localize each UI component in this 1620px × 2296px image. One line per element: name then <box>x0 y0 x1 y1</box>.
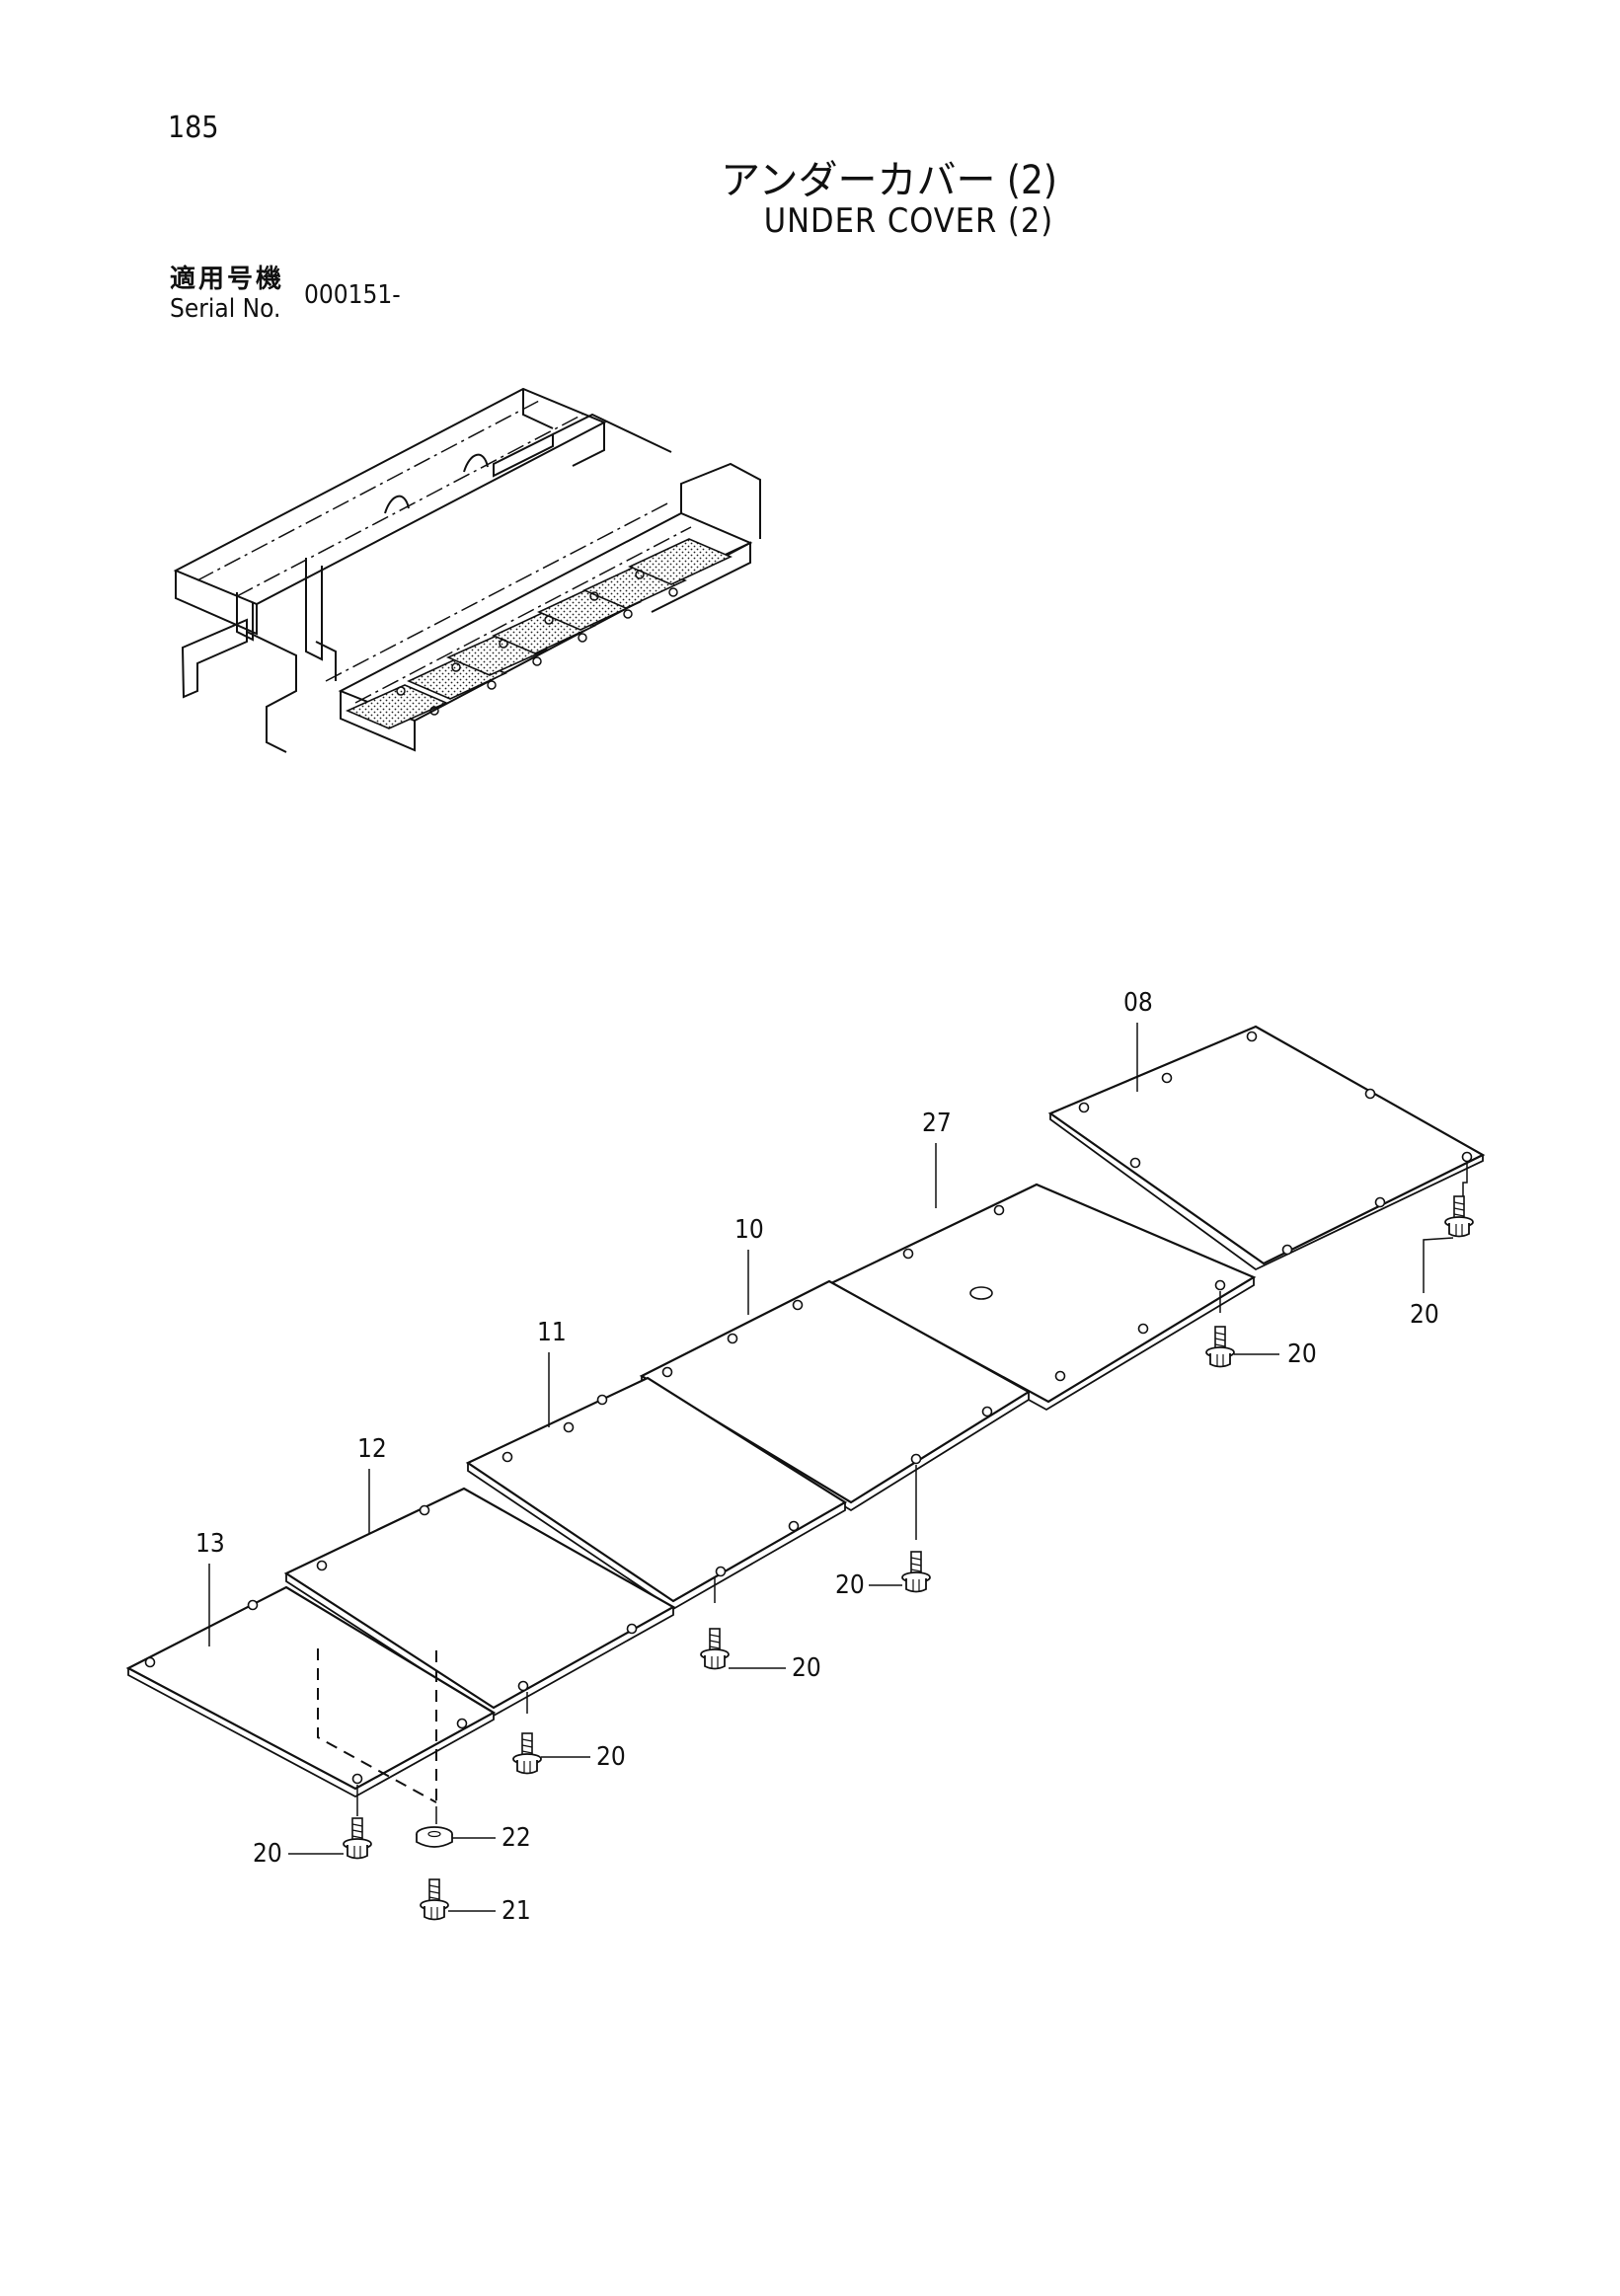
callout-12: 12 <box>357 1434 387 1464</box>
bolt-group <box>288 1163 1474 1921</box>
callout-10: 10 <box>734 1215 764 1245</box>
callout-20-plate11: 20 <box>792 1653 821 1683</box>
callout-08: 08 <box>1123 988 1153 1018</box>
serial-label-japanese: 適用号機 <box>170 265 285 294</box>
page-number: 185 <box>168 111 219 145</box>
callout-27: 27 <box>922 1109 952 1138</box>
cover-plate-08 <box>1047 1025 1486 1271</box>
callout-22: 22 <box>501 1823 531 1853</box>
callout-20-plate12: 20 <box>596 1742 626 1772</box>
cover-plate-10 <box>639 1279 1032 1512</box>
callout-20-right: 20 <box>1410 1300 1439 1330</box>
cover-plate-13 <box>125 1585 497 1799</box>
serial-label-english: Serial No. <box>170 294 281 324</box>
callout-20-plate27: 20 <box>1287 1339 1317 1369</box>
callout-20-plate13: 20 <box>253 1839 282 1869</box>
title-english: UNDER COVER (2) <box>763 201 1054 241</box>
callout-13: 13 <box>195 1529 225 1559</box>
title-japanese: アンダーカバー (2) <box>721 158 1057 203</box>
callout-20-plate10: 20 <box>835 1570 865 1600</box>
cover-plate-12 <box>283 1487 676 1718</box>
callout-21: 21 <box>501 1896 531 1926</box>
overview-frame-drawing <box>173 387 761 753</box>
callout-11: 11 <box>537 1318 567 1347</box>
serial-number-value: 000151- <box>304 280 401 310</box>
